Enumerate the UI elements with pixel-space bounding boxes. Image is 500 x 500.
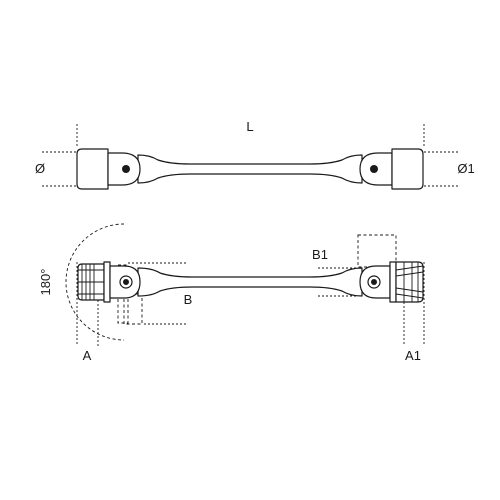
rotation-label: 180° [38,269,53,296]
left-pivot-pin [122,165,130,173]
right-socket-side [395,261,424,303]
offset-b-label: B [184,292,193,307]
left-offset-ghost [123,293,143,325]
right-pivot-pin [370,165,378,173]
diameter-right-label: Ø1 [457,161,474,176]
wrench-shaft-bottom [137,267,363,297]
offset-b1-label: B1 [312,247,328,262]
bottom-view [65,223,425,346]
right-socket-collar [389,261,397,303]
width-a1-label: A1 [405,348,421,363]
left-socket-splines [78,264,104,300]
right-socket-splines [395,262,424,302]
left-socket-collar [103,261,111,303]
top-view [42,124,460,190]
length-label: L [246,119,253,134]
left-pivot-pin-side [123,279,129,285]
right-socket [391,148,424,190]
rotation-arc [65,223,125,341]
wrench-shaft-top [137,154,363,184]
width-a-label: A [83,348,92,363]
diameter-left-label: Ø [35,161,45,176]
right-pivot-pin-side [371,279,377,285]
left-socket [76,148,109,190]
